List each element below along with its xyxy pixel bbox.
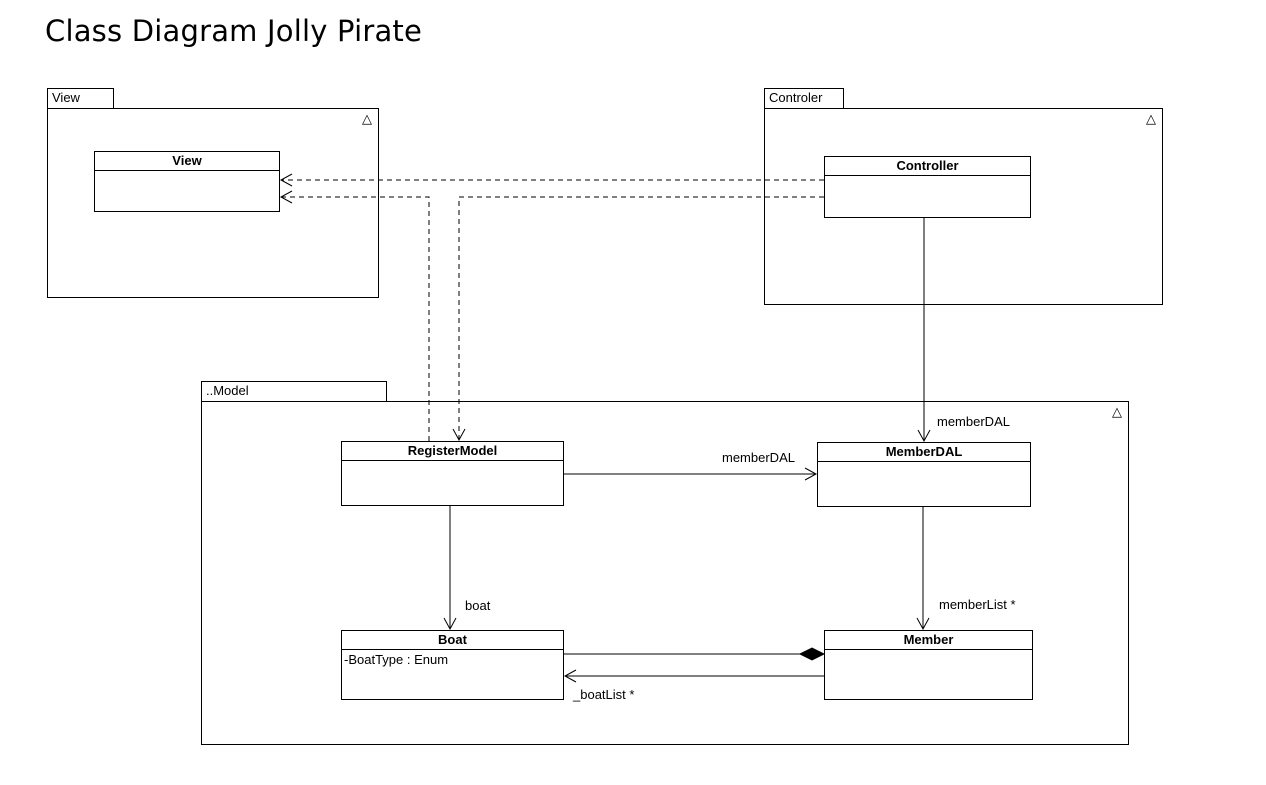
association-arrowhead (917, 429, 931, 443)
class-boat-name: Boat (342, 631, 563, 650)
class-member[interactable]: Member (824, 630, 1033, 700)
association-arrowhead (563, 669, 577, 683)
association-arrowhead (443, 617, 457, 631)
class-register-model[interactable]: RegisterModel (341, 441, 564, 506)
dependency-arrowhead (279, 173, 293, 187)
label-controller-memberdal: memberDAL (937, 414, 1010, 429)
class-view-name: View (95, 152, 279, 171)
dependency-arrowhead (452, 428, 466, 442)
diagram-title: Class Diagram Jolly Pirate (45, 14, 423, 48)
class-member-dal-name: MemberDAL (818, 443, 1030, 462)
dependency-registermodel-view (281, 196, 430, 441)
dependency-controller-registermodel (458, 196, 824, 440)
package-model-tab[interactable]: ..Model (201, 381, 387, 402)
class-controller[interactable]: Controller (824, 156, 1031, 218)
dependency-arrowhead (279, 190, 293, 204)
package-model-label: ..Model (206, 383, 249, 398)
class-member-name: Member (825, 631, 1032, 650)
class-register-model-name: RegisterModel (342, 442, 563, 461)
package-triangle-icon: △ (1112, 404, 1122, 419)
package-controler-tab[interactable]: Controler (764, 88, 844, 109)
class-boat-attribute: -BoatType : Enum (344, 652, 449, 667)
label-registermodel-memberdal: memberDAL (722, 450, 795, 465)
association-arrowhead (916, 617, 930, 631)
package-view-label: View (52, 90, 80, 105)
package-view-tab[interactable]: View (47, 88, 114, 109)
package-triangle-icon: △ (1146, 111, 1156, 126)
association-arrowhead (804, 467, 818, 481)
label-memberdal-member: memberList * (939, 597, 1016, 612)
package-triangle-icon: △ (362, 111, 372, 126)
label-member-boat: _boatList * (573, 687, 635, 702)
class-view[interactable]: View (94, 151, 280, 212)
class-member-dal[interactable]: MemberDAL (817, 442, 1031, 507)
package-controler-label: Controler (769, 90, 823, 105)
class-boat[interactable]: Boat -BoatType : Enum (341, 630, 564, 700)
class-controller-name: Controller (825, 157, 1030, 176)
label-registermodel-boat: boat (465, 598, 491, 613)
composition-diamond (798, 647, 826, 661)
